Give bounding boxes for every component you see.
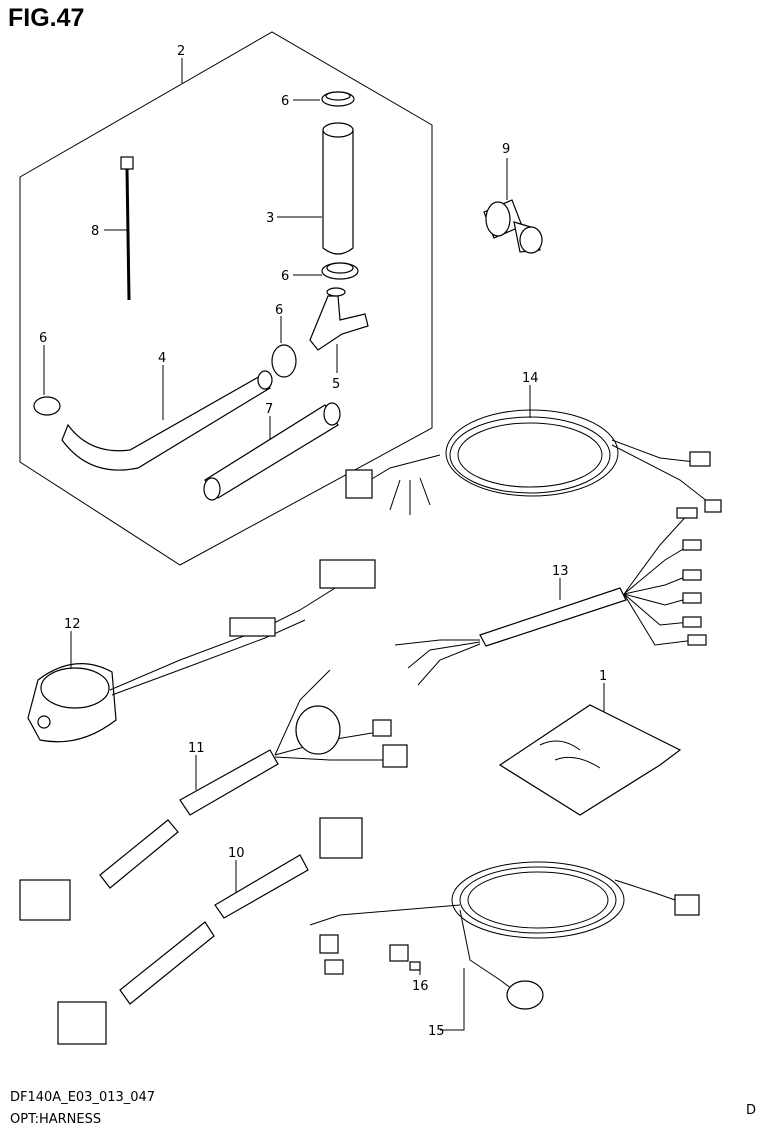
wiring-harness-13 bbox=[394, 507, 707, 686]
wiring-harness-14 bbox=[345, 409, 722, 515]
callout-8: 8 bbox=[91, 224, 99, 239]
hose-clamp-part bbox=[33, 91, 359, 416]
callout-6a: 6 bbox=[281, 94, 289, 109]
figure-code: DF140A_E03_013_047 bbox=[10, 1090, 156, 1105]
elbow-hose-part bbox=[61, 370, 273, 471]
cable-tie-part bbox=[120, 156, 134, 301]
corner-mark: D bbox=[746, 1103, 757, 1118]
figure-caption: OPT:HARNESS bbox=[10, 1112, 102, 1127]
kit-boundary-outline bbox=[19, 31, 433, 566]
parts-bag bbox=[498, 704, 682, 816]
callout-9: 9 bbox=[502, 142, 510, 157]
hose-part bbox=[322, 122, 354, 255]
callout-4: 4 bbox=[158, 351, 166, 366]
straight-hose-part bbox=[203, 402, 341, 501]
callout-13: 13 bbox=[552, 564, 569, 579]
callout-6d: 6 bbox=[39, 331, 47, 346]
callout-16: 16 bbox=[412, 979, 429, 994]
callout-6b: 6 bbox=[281, 269, 289, 284]
callout-3: 3 bbox=[266, 211, 274, 226]
callout-11: 11 bbox=[188, 741, 205, 756]
t-fitting-part bbox=[309, 287, 369, 351]
figure-title: FIG.47 bbox=[8, 4, 85, 32]
callout-6c: 6 bbox=[275, 303, 283, 318]
callout-10: 10 bbox=[228, 846, 245, 861]
extension-harness-11 bbox=[19, 669, 408, 921]
callout-15: 15 bbox=[428, 1024, 445, 1039]
callout-14: 14 bbox=[522, 371, 539, 386]
callout-5: 5 bbox=[332, 377, 340, 392]
fitting-part bbox=[483, 199, 543, 254]
main-harness-15 bbox=[309, 861, 700, 1010]
leader-lines bbox=[43, 58, 605, 1031]
callout-1: 1 bbox=[599, 669, 607, 684]
callout-12: 12 bbox=[64, 617, 81, 632]
callout-7: 7 bbox=[265, 402, 273, 417]
callout-2: 2 bbox=[177, 44, 185, 59]
extension-harness-10 bbox=[57, 817, 363, 1045]
buzzer-part bbox=[27, 559, 376, 743]
